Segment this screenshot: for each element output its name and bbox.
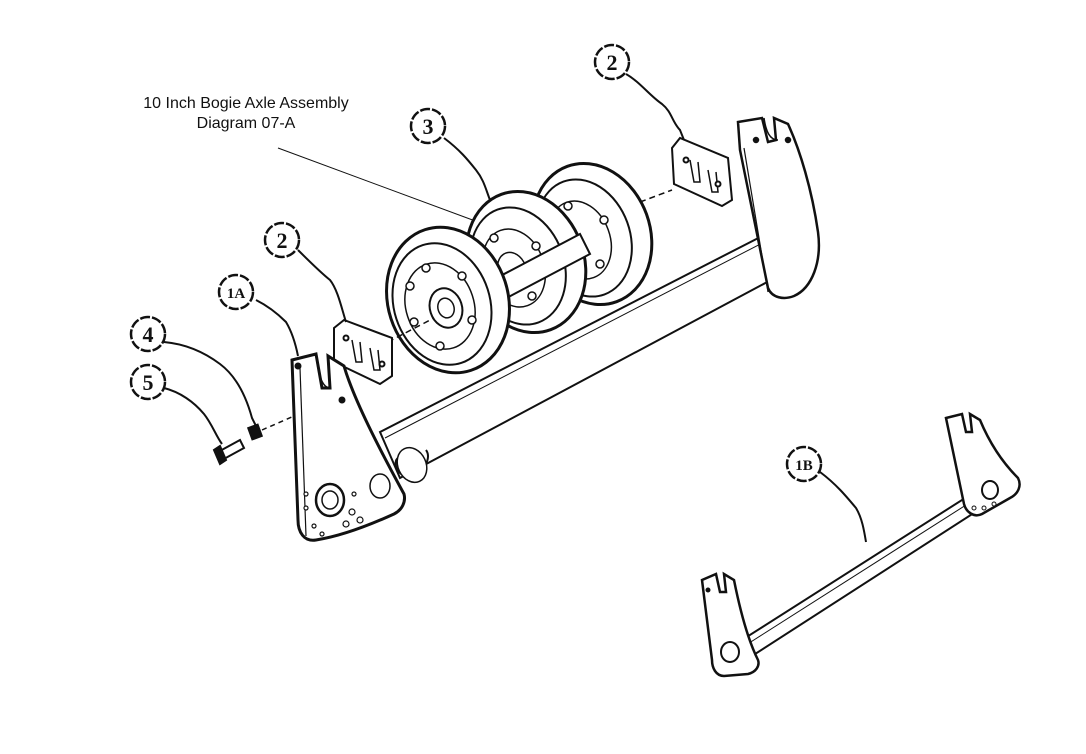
diagram-title-line-2: Diagram 07-A	[196, 115, 296, 132]
nut-part-4	[246, 423, 264, 441]
callout-4-label: 4	[143, 322, 154, 347]
callout-1b: 1B	[785, 445, 823, 483]
left-bracket-plate	[333, 318, 393, 386]
callout-4: 4	[129, 315, 167, 353]
callout-2-left-label: 2	[277, 228, 288, 253]
callout-1a: 1A	[217, 273, 255, 311]
callout-5-label: 5	[143, 370, 154, 395]
right-bracket-plate	[670, 136, 734, 208]
callout-leaders	[163, 73, 867, 543]
assembly-1b-view	[700, 411, 1021, 678]
left-end-plate	[290, 352, 406, 542]
callout-1a-label: 1A	[227, 286, 246, 302]
right-end-plate	[736, 116, 821, 300]
callout-5: 5	[129, 363, 167, 401]
wheel-front	[385, 225, 511, 375]
fastener-dashline	[261, 415, 295, 431]
callout-1b-label: 1B	[795, 458, 813, 474]
callout-3: 3	[409, 107, 447, 145]
diagram-title-line-1: 10 Inch Bogie Axle Assembly	[143, 95, 349, 112]
callout-2-right: 2	[593, 43, 631, 81]
bolt-part-5	[212, 438, 246, 466]
left-assembly-dashline	[387, 317, 435, 343]
title-leader-line	[277, 147, 479, 223]
callout-2-right-label: 2	[607, 50, 618, 75]
right-assembly-dashline	[639, 189, 673, 203]
callout-3-label: 3	[423, 114, 434, 139]
callout-2-left: 2	[263, 221, 301, 259]
